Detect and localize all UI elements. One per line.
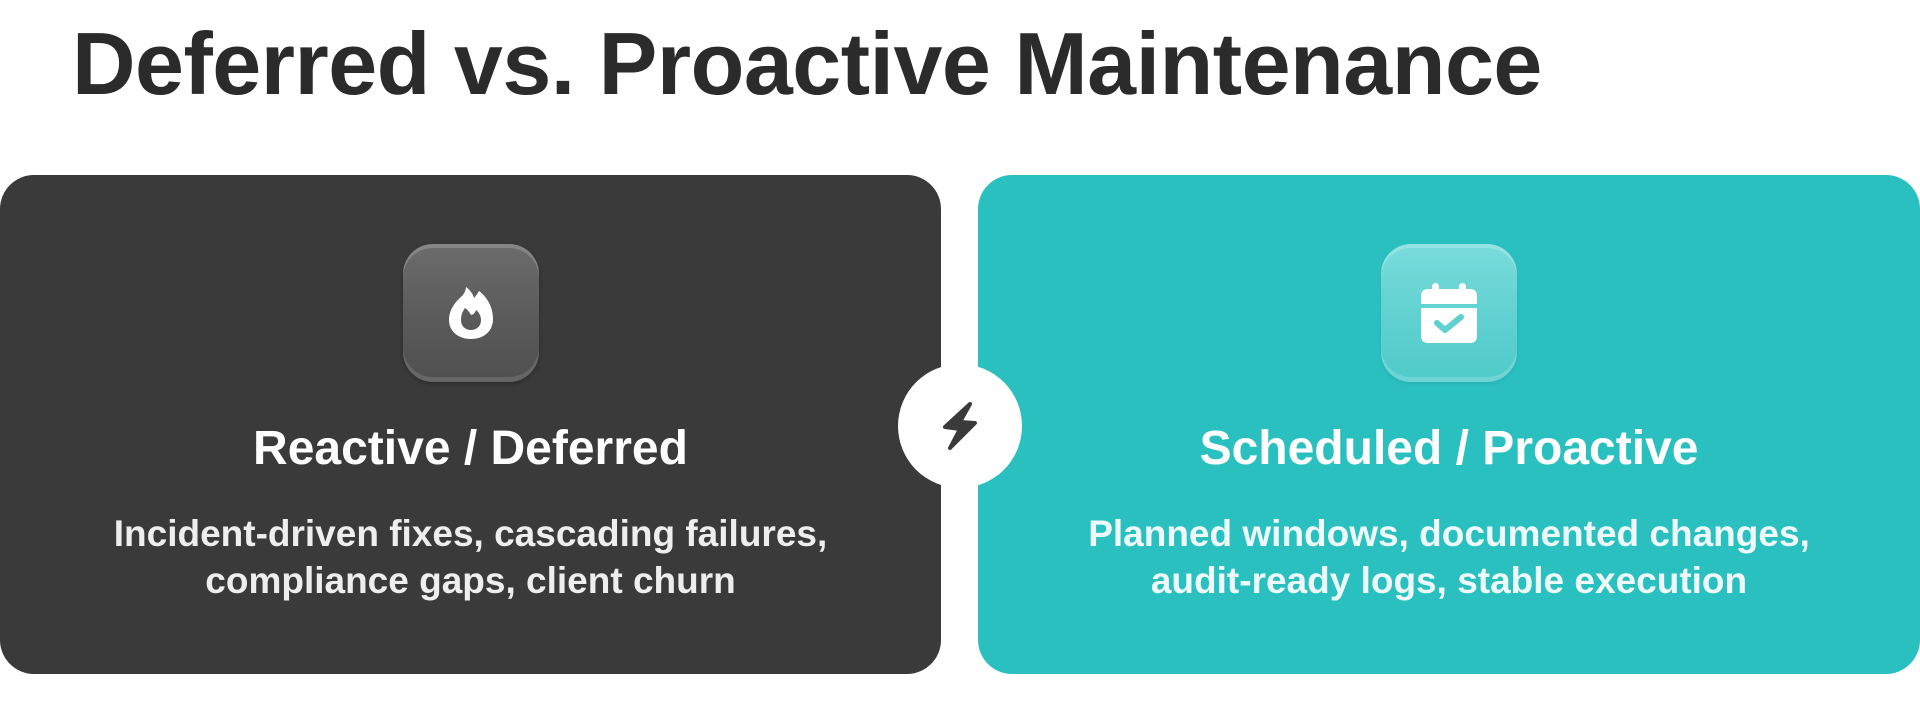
calendar-check-icon [1421,283,1477,343]
lightning-bolt-icon [943,402,977,450]
description-line: compliance gaps, client churn [205,560,736,601]
flame-icon [448,287,493,339]
card-description: Planned windows, documented changes, aud… [1038,510,1860,604]
card-description: Incident-driven fixes, cascading failure… [60,510,881,604]
card-title: Reactive / Deferred [253,422,688,475]
description-line: Planned windows, documented changes, [1088,513,1810,554]
reactive-deferred-card: Reactive / Deferred Incident-driven fixe… [0,175,941,674]
description-line: Incident-driven fixes, cascading failure… [113,513,828,554]
versus-connector [898,364,1022,488]
page-title: Deferred vs. Proactive Maintenance [72,14,1542,113]
flame-icon-tile [402,244,539,382]
scheduled-proactive-card: Scheduled / Proactive Planned windows, d… [978,175,1920,674]
description-line: audit-ready logs, stable execution [1150,560,1748,601]
calendar-icon-tile [1381,244,1517,382]
card-title: Scheduled / Proactive [1199,422,1699,475]
